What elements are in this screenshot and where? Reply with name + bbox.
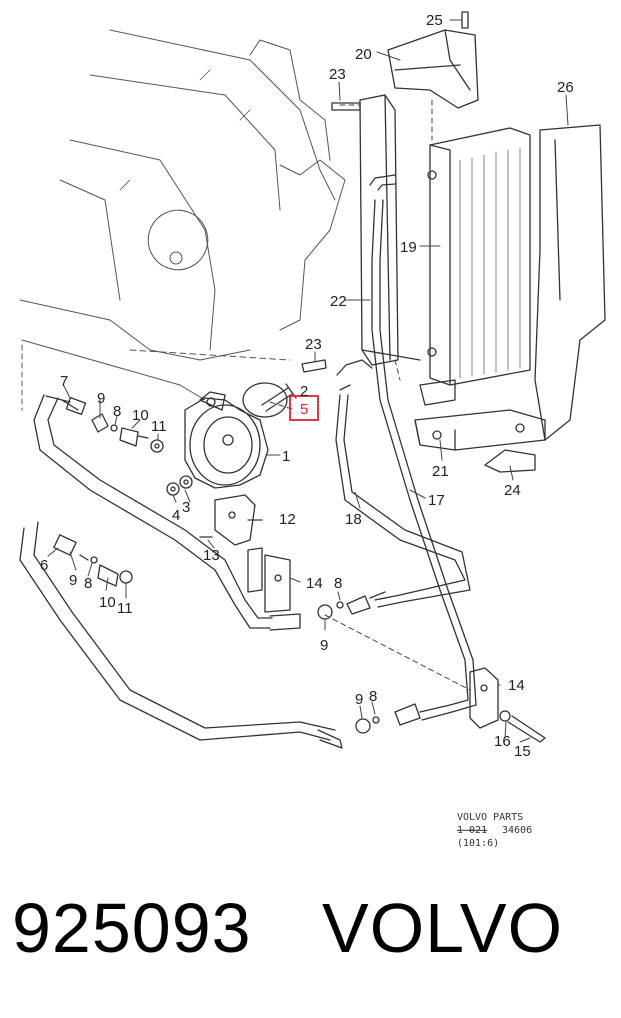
corner-line-2a: 1 021 [457,825,487,836]
corner-stamp: VOLVO PARTS 1 021 34606 (101:6) [457,812,532,848]
plate-24 [484,449,536,473]
callout-8-bottom: 8 [369,688,377,705]
clamp-14-middle [247,547,291,613]
callout-16: 16 [494,733,511,750]
callout-12: 12 [279,511,296,528]
engine-block-outline [19,29,346,411]
corner-line-2b: 34606 [502,825,532,836]
fitting-set-upper [91,413,164,453]
callout-21: 21 [432,463,449,480]
callout-8-center: 8 [334,575,342,592]
callout-25: 25 [426,12,443,29]
corner-line-3: (101:6) [457,838,499,848]
callout-5: 5 [300,401,308,418]
callout-26: 26 [557,79,574,96]
oil-cooler-19 [419,127,531,406]
callout-3: 3 [182,499,190,516]
callout-23-upper: 23 [329,66,346,83]
fitting-set-middle [317,591,421,734]
callout-2: 2 [300,383,308,400]
part-number: 925093 [12,889,252,967]
frame-22 [359,94,421,366]
callout-14-middle: 14 [306,575,323,592]
callout-15: 15 [514,743,531,760]
callout-11-lower: 11 [117,600,133,617]
bolt-23-lower [301,359,327,373]
callout-19: 19 [400,239,417,256]
callout-9-upper: 9 [97,390,105,407]
pipe-18 [335,359,471,608]
callout-8-upper: 8 [113,403,121,420]
callout-13: 13 [203,547,220,564]
callout-6: 6 [40,557,48,574]
callout-14-lower: 14 [508,677,525,694]
oil-filter-housing [184,391,269,489]
callouts: 1 2 3 4 5 6 7 8 8 8 8 9 9 9 9 10 10 11 1… [40,12,574,760]
callout-10-upper: 10 [132,407,149,424]
callout-9-bottom: 9 [355,691,363,708]
callout-22: 22 [330,293,347,310]
callout-7: 7 [60,373,68,390]
callout-9-center: 9 [320,637,328,654]
washers-3-4 [166,475,193,496]
callout-9-lower-left: 9 [69,572,77,589]
callout-18: 18 [345,511,362,528]
callout-10-lower: 10 [99,594,116,611]
callout-11-upper: 11 [151,418,167,435]
bracket-12 [199,494,263,546]
callout-4: 4 [172,507,180,524]
bracket-20 [387,11,479,109]
hose-7 [33,394,301,631]
bolt-23-upper [331,102,361,111]
corner-line-1: VOLVO PARTS [457,812,523,823]
brand-name: VOLVO [322,889,564,967]
seal-ring [242,382,297,418]
bracket-21 [414,409,546,451]
callout-24: 24 [504,482,521,499]
footer [0,848,621,1018]
callout-8-lower-left: 8 [84,575,92,592]
clamp-14-lower [469,667,546,743]
shroud-26 [534,124,606,441]
callout-1: 1 [282,448,290,465]
callout-20: 20 [355,46,372,63]
callout-17: 17 [428,492,445,509]
parts-diagram: 1 2 3 4 5 6 7 8 8 8 8 9 9 9 9 10 10 11 1… [19,11,606,848]
callout-23-lower: 23 [305,336,322,353]
pipe-17 [369,174,477,721]
hose-6 [19,521,343,749]
highlight-box [289,395,319,421]
